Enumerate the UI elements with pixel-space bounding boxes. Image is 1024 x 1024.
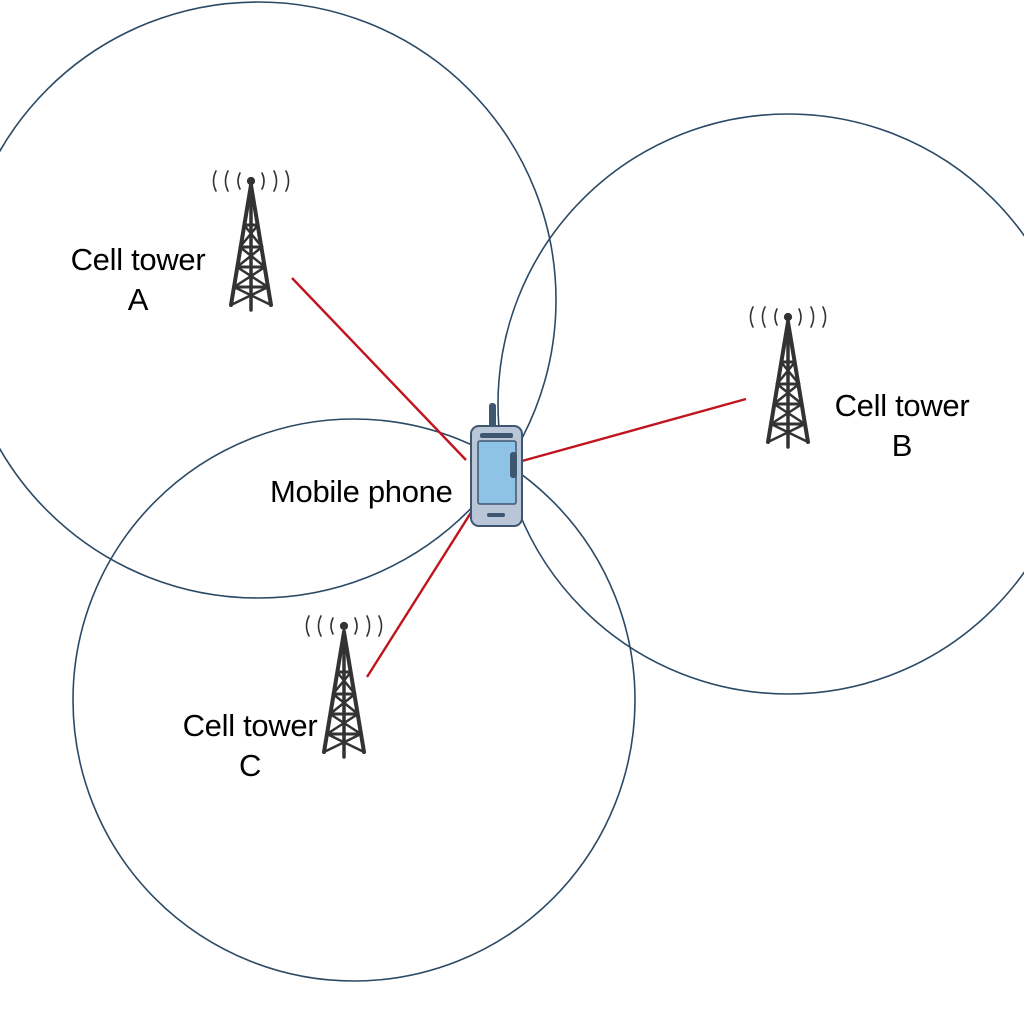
phone-speaker (480, 433, 513, 438)
cell-tower-b-label: Cell tower B (822, 386, 982, 466)
coverage-circle-c (72, 418, 636, 982)
phone-side-button (510, 452, 517, 478)
cell-tower-c-label-line1: Cell tower (182, 708, 318, 743)
signal-dot (339, 621, 349, 631)
coverage-circles (0, 1, 1024, 982)
signal-line-b (521, 397, 747, 463)
mobile-phone-icon (470, 403, 523, 527)
cell-tower-c-label: Cell tower C (170, 706, 330, 786)
signal-line-a (291, 277, 467, 461)
phone-antenna (489, 403, 496, 429)
coverage-circle-a (0, 1, 557, 599)
cell-tower-icon (322, 630, 366, 759)
cell-tower-b-label-line1: Cell tower (834, 388, 970, 423)
coverage-circle-b (497, 113, 1024, 695)
cell-tower-a-label: Cell tower A (58, 240, 218, 320)
cell-tower-c (305, 615, 383, 759)
cell-tower-icon (229, 183, 273, 312)
cell-tower-a-label-line1: Cell tower (70, 242, 206, 277)
signal-dot (783, 312, 793, 322)
mobile-phone-label: Mobile phone (270, 474, 453, 509)
signal-waves-icon (305, 615, 383, 637)
cell-tower-a-label-line2: A (127, 282, 149, 317)
cell-tower-b (749, 306, 827, 449)
cell-tower-c-label-line2: C (238, 748, 262, 783)
cell-tower-b-label-line2: B (891, 428, 913, 463)
phone-home-button (487, 513, 505, 517)
cell-tower-a (212, 170, 290, 312)
cell-tower-icon (766, 320, 810, 449)
